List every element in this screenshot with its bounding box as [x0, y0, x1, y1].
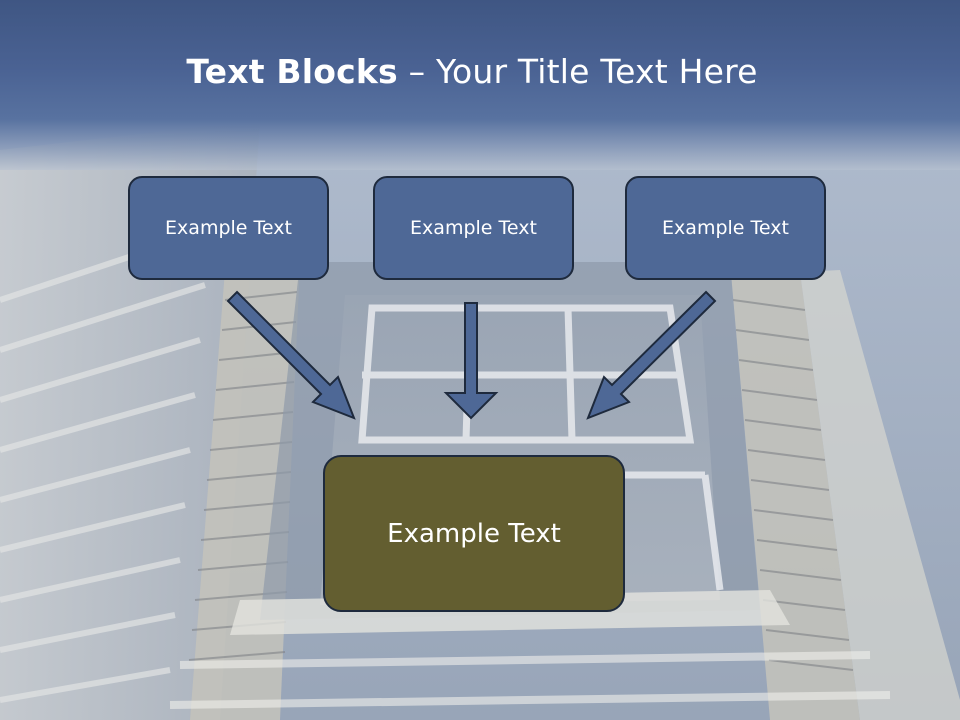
title-dash: – [408, 52, 426, 91]
text-block-3-label: Example Text [662, 217, 789, 239]
arrow-right [586, 290, 717, 420]
slide-title: Text Blocks – Your Title Text Here [0, 52, 944, 91]
result-block[interactable]: Example Text [323, 455, 625, 612]
text-block-1[interactable]: Example Text [128, 176, 329, 280]
arrow-center [443, 302, 499, 420]
text-block-1-label: Example Text [165, 217, 292, 239]
text-block-3[interactable]: Example Text [625, 176, 826, 280]
arrow-left [226, 290, 356, 420]
header-band [0, 0, 960, 170]
text-block-2-label: Example Text [410, 217, 537, 239]
text-block-2[interactable]: Example Text [373, 176, 574, 280]
title-bold: Text Blocks [186, 52, 398, 91]
title-rest: Your Title Text Here [436, 52, 758, 91]
result-block-label: Example Text [387, 518, 561, 549]
